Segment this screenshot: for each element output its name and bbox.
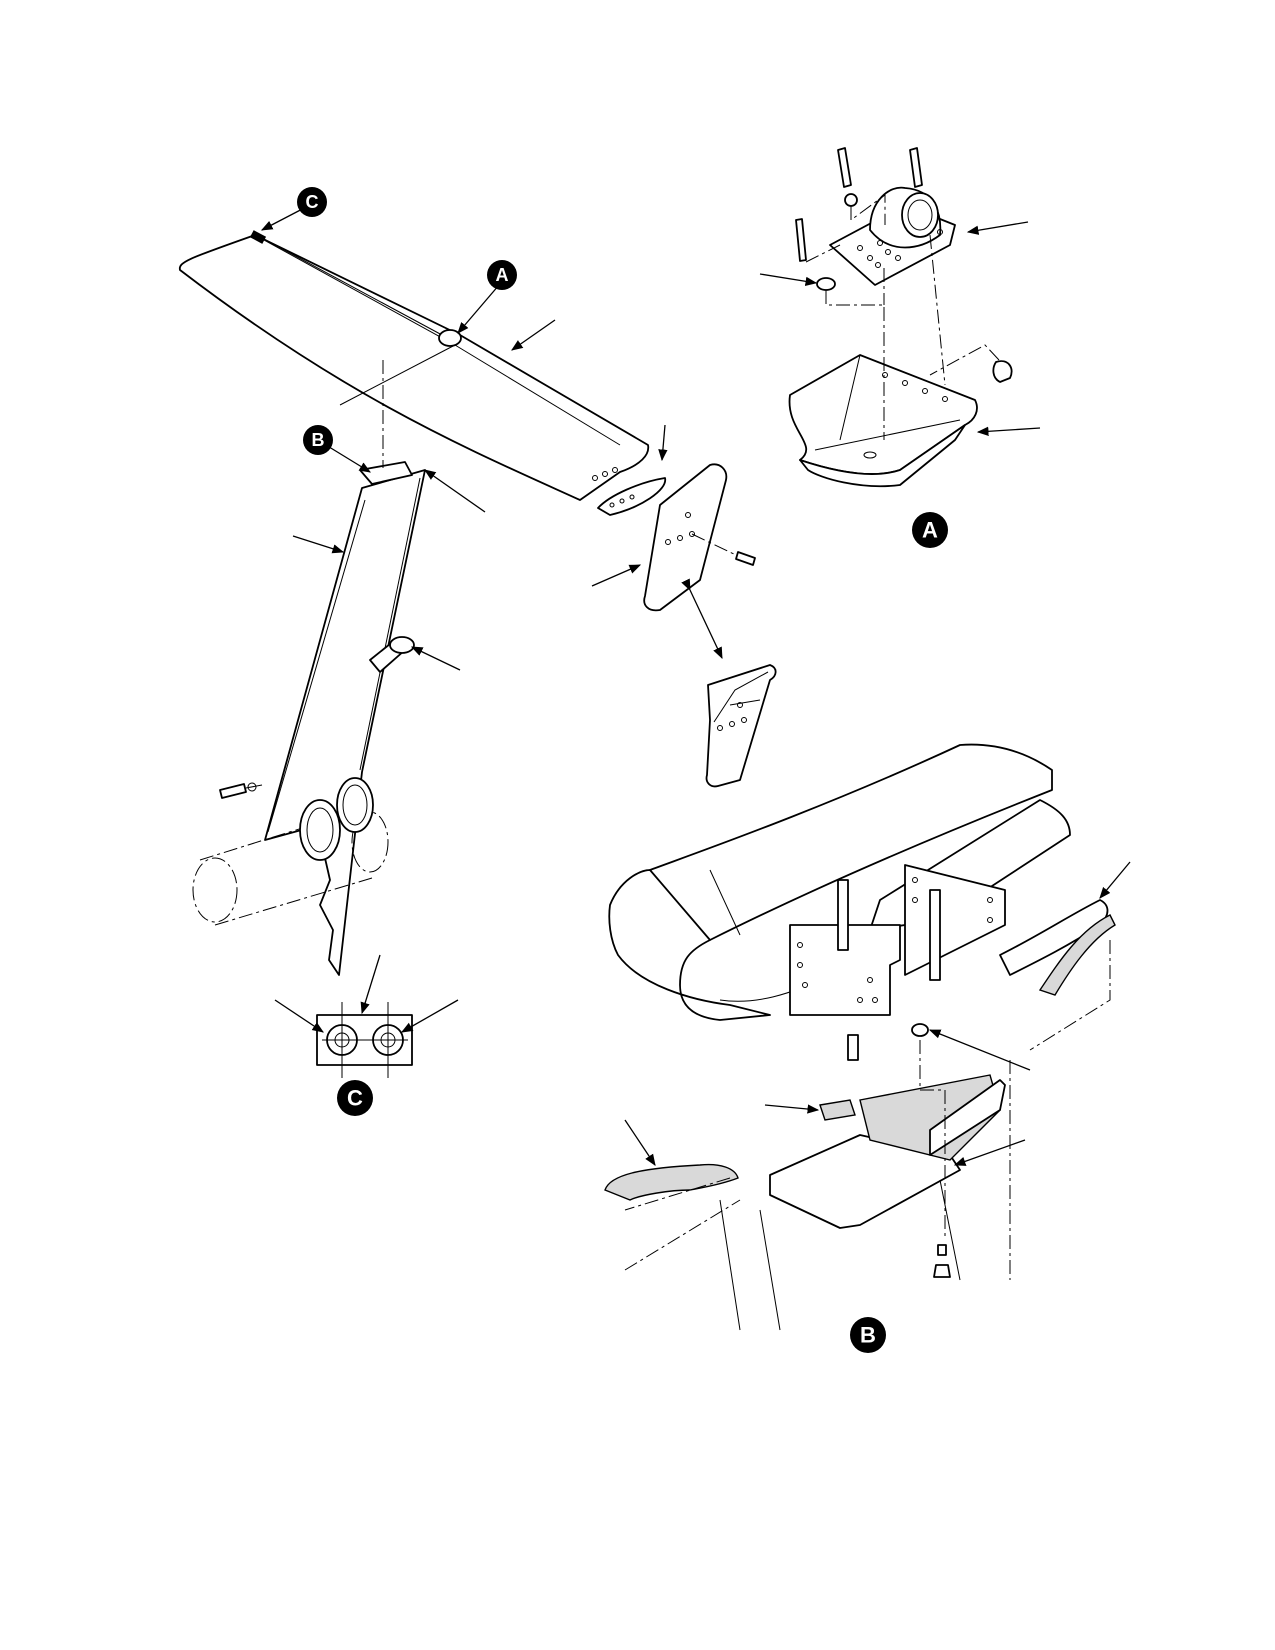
horizontal-stabilizer [178, 230, 650, 501]
callout-b-main: B [303, 425, 333, 455]
detail-c: C [274, 954, 459, 1116]
tail-boom-tube [192, 777, 389, 926]
bolt-3 [795, 218, 807, 262]
washer-b [937, 1244, 947, 1256]
detail-a: A [759, 147, 1041, 548]
nut-b [933, 1264, 951, 1278]
fairing-strip-right [999, 899, 1109, 976]
position-light-marker [249, 230, 267, 244]
detail-a-label: A [922, 518, 938, 543]
tube-clamp-front [299, 799, 341, 861]
tube-clamp-rear [336, 777, 374, 833]
callout-c-main: C [297, 187, 327, 217]
stabilizer-upper-skin [649, 743, 1053, 941]
callout-c-label: C [306, 192, 319, 212]
bolt-2 [909, 147, 923, 188]
end-plate-screw [735, 551, 756, 566]
bolt-1 [837, 147, 852, 188]
vertical-fin [264, 461, 426, 976]
mount-stud-1 [837, 879, 849, 951]
detail-b: B [604, 743, 1131, 1353]
shim-strip [819, 1099, 856, 1121]
clamp-bolt [219, 783, 247, 799]
leading-edge-seal [604, 1163, 739, 1201]
stabilizer-leading-edge [608, 869, 771, 1021]
mount-plate-upper [859, 1074, 1001, 1161]
grommet-b [911, 1023, 929, 1037]
nut-a [992, 360, 1013, 383]
callout-a-main: A [487, 260, 517, 290]
end-plate-assembly [597, 463, 777, 788]
hinge-fairing [438, 329, 462, 347]
callout-b-label: B [312, 430, 325, 450]
end-plate-doubler [597, 477, 666, 516]
mount-stud-2 [929, 889, 941, 981]
washer-1 [844, 193, 858, 207]
detail-b-label: B [860, 1323, 876, 1348]
mount-stud-3 [847, 1034, 859, 1061]
fin-grommet [389, 636, 415, 654]
fin-attach-bracket [359, 461, 413, 485]
detail-c-label: C [347, 1086, 363, 1111]
end-plate-alternate [705, 664, 777, 788]
washer-a [816, 277, 836, 291]
callout-a-label: A [496, 265, 509, 285]
fairing-strip-curve [1038, 914, 1116, 996]
mount-rib-left [789, 924, 901, 1016]
